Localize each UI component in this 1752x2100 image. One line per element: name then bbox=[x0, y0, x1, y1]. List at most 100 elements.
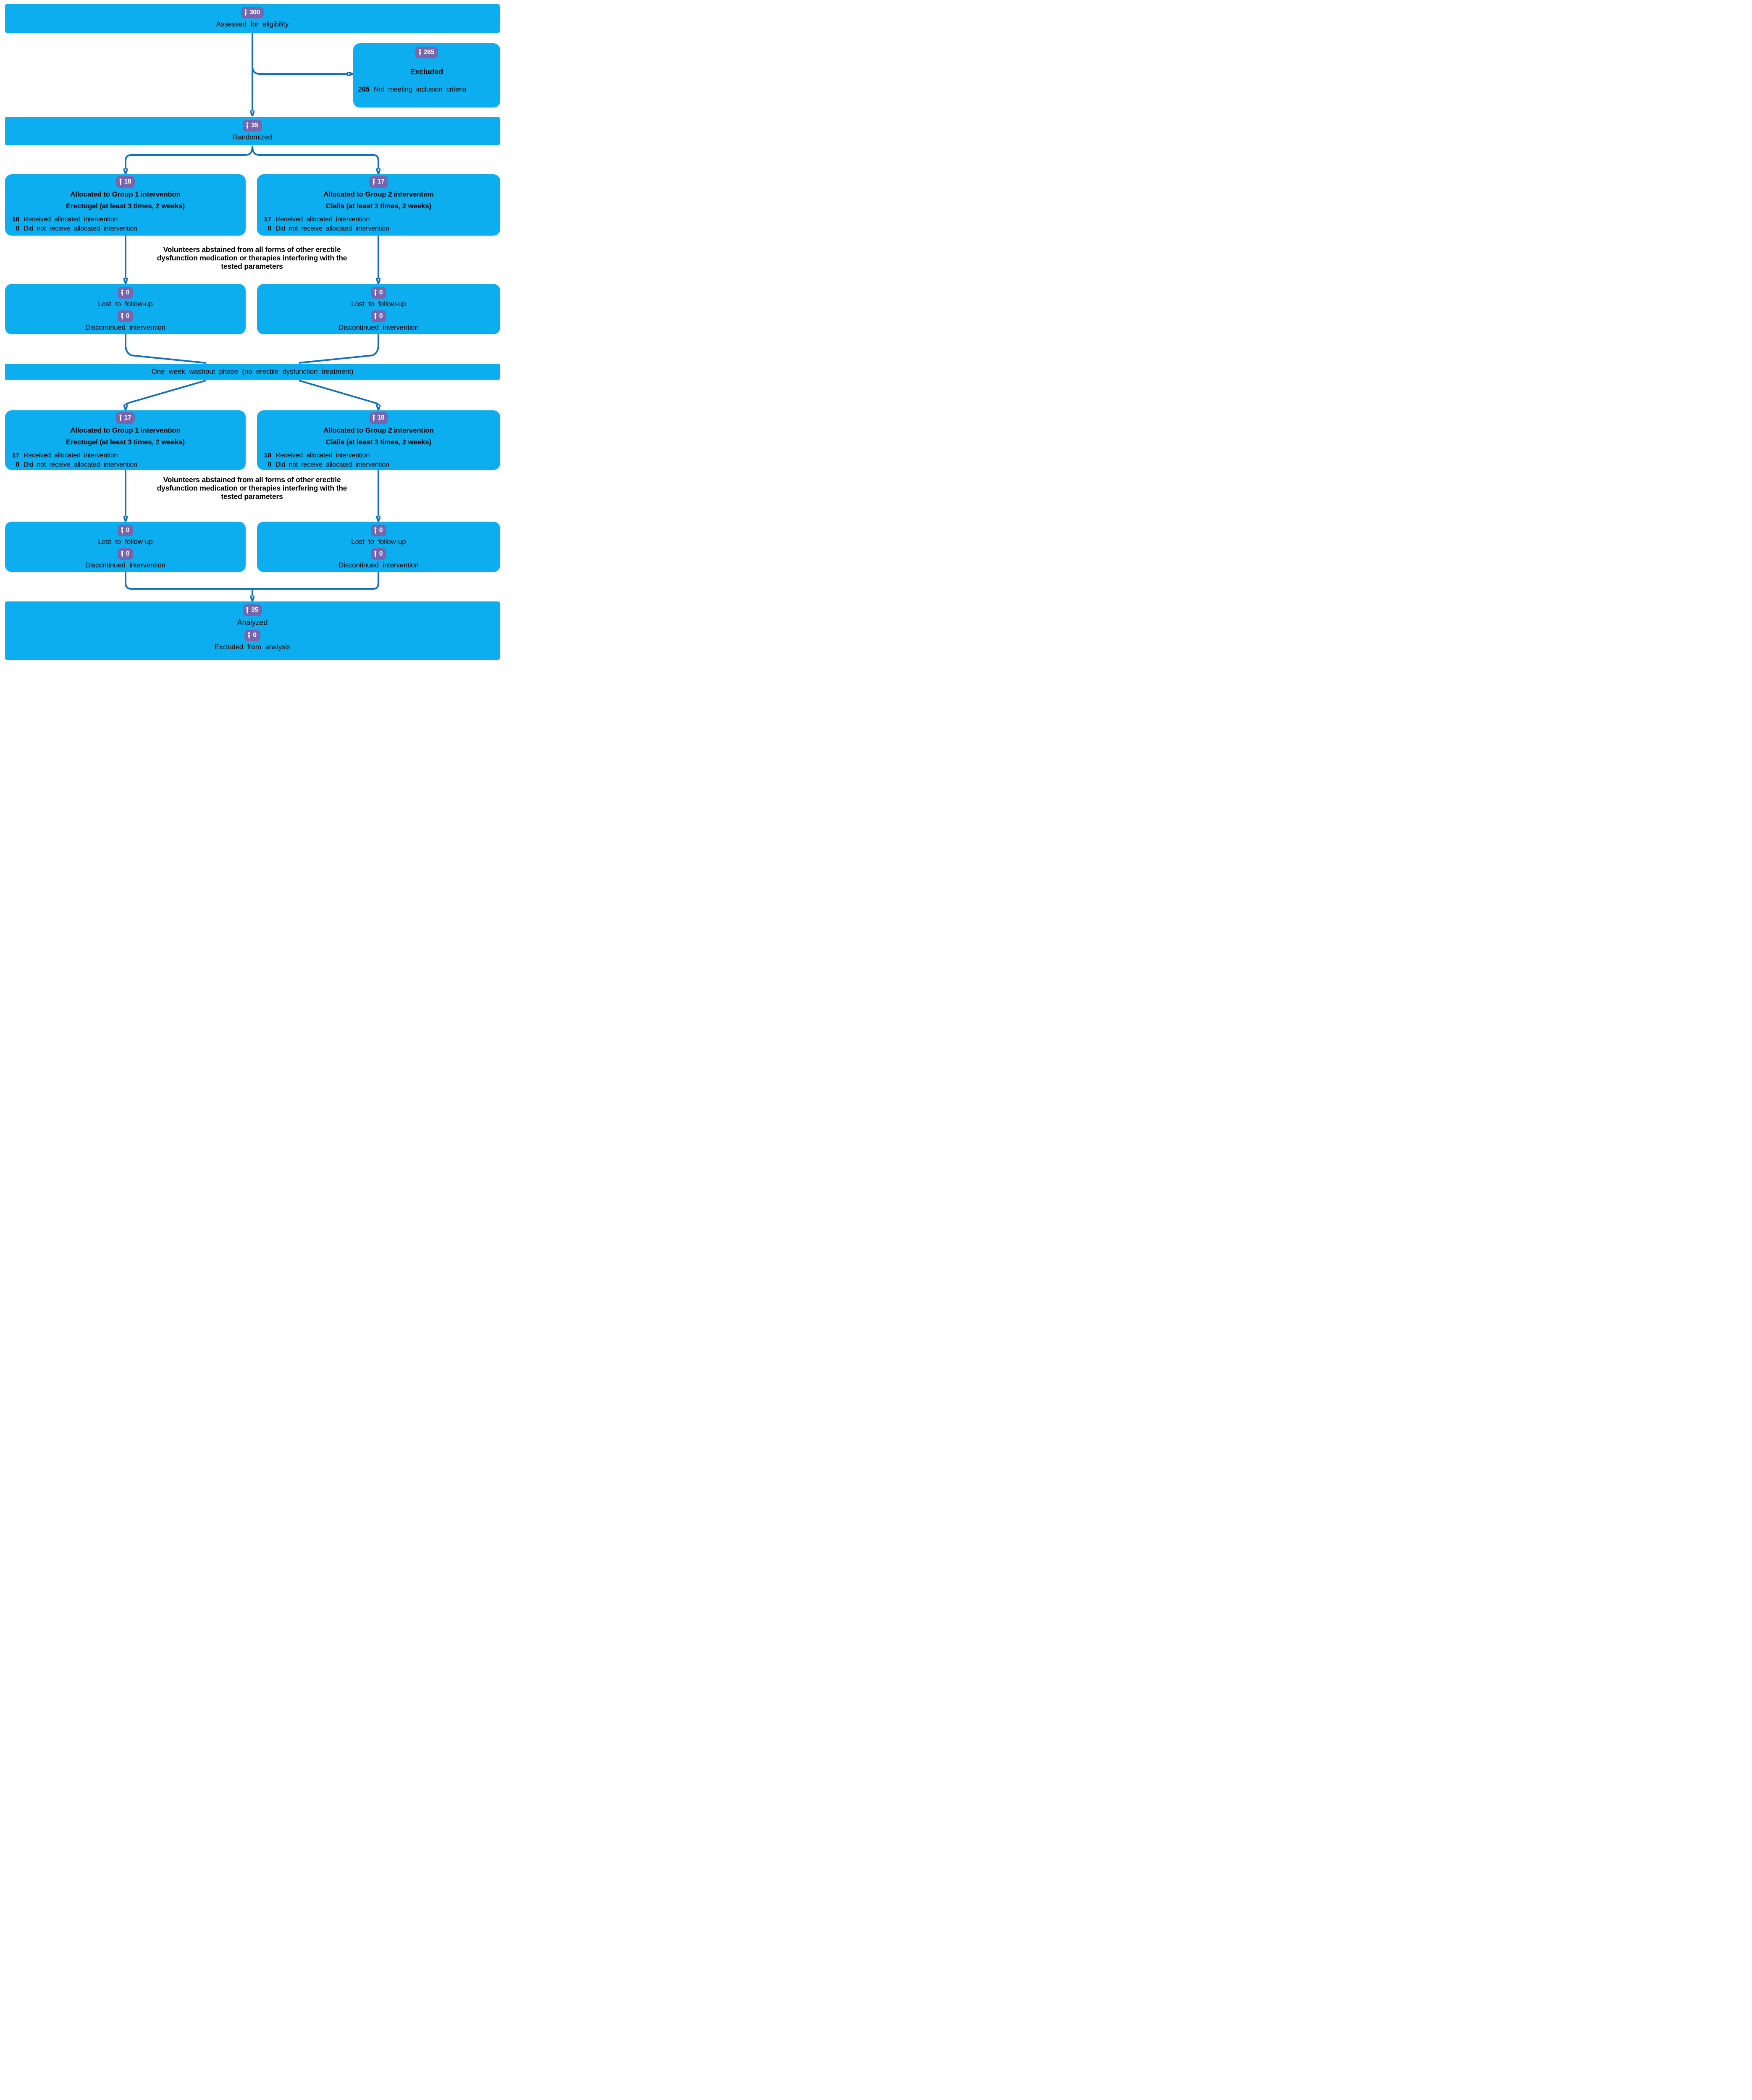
stat-row: 17 Received allocated intervention bbox=[260, 215, 500, 224]
person-icon bbox=[121, 527, 123, 534]
count-badge-lost: 0 bbox=[370, 525, 387, 536]
alloc1-left-title1: Allocated to Group 1 intervention bbox=[70, 190, 181, 198]
excluded-analysis-count: 0 bbox=[253, 632, 257, 639]
received-label: Received allocated intervention bbox=[24, 216, 118, 223]
discontinued-count: 0 bbox=[126, 550, 130, 558]
flow-connectors bbox=[0, 33, 504, 664]
excluded-count: 265 bbox=[424, 49, 434, 56]
abstained-note-1: Volunteers abstained from all forms of o… bbox=[0, 245, 504, 270]
box-alloc1-group2: 17 Allocated to Group 2 intervention Cia… bbox=[257, 174, 500, 236]
alloc2-right-count: 18 bbox=[377, 414, 385, 422]
excluded-reason-count: 265 bbox=[358, 86, 370, 93]
person-icon bbox=[419, 49, 421, 56]
discontinued-count: 0 bbox=[379, 550, 383, 558]
lost-count: 0 bbox=[379, 527, 383, 534]
count-badge-alloc2-left: 17 bbox=[115, 412, 135, 424]
note-line: tested parameters bbox=[221, 492, 283, 501]
analyzed-count: 35 bbox=[251, 606, 258, 614]
person-icon bbox=[372, 414, 375, 421]
alloc1-left-count: 18 bbox=[124, 178, 131, 186]
box-alloc1-group1: 18 Allocated to Group 1 intervention Ere… bbox=[5, 174, 246, 236]
alloc1-right-title1: Allocated to Group 2 intervention bbox=[323, 190, 434, 198]
stat-row: 0 Did not receive allocated intervention bbox=[8, 460, 246, 470]
alloc1-right-title2: Cialis (at least 3 times, 2 weeks) bbox=[325, 202, 432, 210]
count-badge-excluded-analysis: 0 bbox=[244, 630, 260, 641]
discontinued-label: Discontinued intervention bbox=[85, 561, 165, 569]
stat-row: 0 Did not receive allocated intervention bbox=[260, 224, 500, 234]
note-line: dysfunction medication or therapies inte… bbox=[157, 254, 347, 262]
stat-row: 0 Did not receive allocated intervention bbox=[8, 224, 246, 234]
note-line: tested parameters bbox=[221, 262, 283, 270]
alloc1-left-title2: Erectogel (at least 3 times, 2 weeks) bbox=[66, 202, 185, 210]
stat-row: 0 Did not receive allocated intervention bbox=[260, 460, 500, 470]
count-badge-alloc2-right: 18 bbox=[369, 412, 388, 424]
alloc2-left-title2: Erectogel (at least 3 times, 2 weeks) bbox=[66, 438, 185, 446]
count-badge-discontinued: 0 bbox=[370, 548, 387, 560]
crossover-top-left bbox=[125, 334, 206, 364]
alloc1-left-stats: 18 Received allocated intervention 0 Did… bbox=[5, 215, 246, 234]
person-icon bbox=[121, 312, 123, 320]
excluded-reason-row: 265 Not meeting inclusion criteria bbox=[353, 86, 500, 94]
box-excluded: 265 Excluded 265 Not meeting inclusion c… bbox=[353, 43, 500, 108]
person-icon bbox=[119, 178, 122, 185]
person-icon bbox=[372, 178, 375, 185]
person-icon bbox=[121, 289, 123, 296]
lost-count: 0 bbox=[379, 289, 383, 297]
discontinued-label: Discontinued intervention bbox=[85, 323, 165, 331]
person-icon bbox=[248, 632, 250, 639]
note-line: Volunteers abstained from all forms of o… bbox=[163, 475, 341, 484]
person-icon bbox=[246, 122, 249, 129]
person-icon bbox=[246, 606, 249, 614]
count-badge-discontinued: 0 bbox=[370, 310, 387, 322]
alloc2-right-title1: Allocated to Group 2 intervention bbox=[323, 426, 434, 434]
alloc1-right-count: 17 bbox=[377, 178, 385, 186]
person-icon bbox=[374, 312, 377, 320]
note-line: dysfunction medication or therapies inte… bbox=[157, 484, 347, 492]
count-badge-randomized: 35 bbox=[243, 120, 262, 131]
not-received-count: 0 bbox=[16, 225, 19, 232]
received-count: 18 bbox=[264, 452, 272, 459]
excluded-reason-text: Not meeting inclusion criteria bbox=[373, 86, 467, 93]
box-alloc2-group1: 17 Allocated to Group 1 intervention Ere… bbox=[5, 410, 246, 470]
not-received-count: 0 bbox=[268, 225, 271, 232]
received-label: Received allocated intervention bbox=[275, 216, 370, 223]
randomized-count: 35 bbox=[251, 122, 258, 129]
randomized-label: Randomized bbox=[233, 133, 272, 141]
assessed-label: Assessed for eligibility bbox=[216, 20, 289, 28]
person-icon bbox=[374, 550, 377, 557]
box-alloc2-group2: 18 Allocated to Group 2 intervention Cia… bbox=[257, 410, 500, 470]
received-count: 18 bbox=[12, 216, 20, 223]
abstained-note-2: Volunteers abstained from all forms of o… bbox=[0, 475, 504, 501]
box-followup1-right: 0 Lost to follow-up 0 Discontinued inter… bbox=[257, 284, 500, 334]
lost-label: Lost to follow-up bbox=[98, 538, 153, 546]
count-badge-lost: 0 bbox=[370, 287, 387, 299]
stat-row: 18 Received allocated intervention bbox=[8, 215, 246, 224]
count-badge-excluded: 265 bbox=[415, 47, 438, 58]
box-assessed: 300 Assessed for eligibility bbox=[5, 4, 500, 33]
crossover-bottom-left bbox=[126, 380, 206, 405]
person-icon bbox=[374, 527, 377, 534]
not-received-label: Did not receive allocated intervention bbox=[275, 225, 389, 232]
person-icon bbox=[121, 550, 123, 557]
crossover-top-right bbox=[299, 334, 379, 364]
excluded-analysis-label: Excluded from analysis bbox=[214, 643, 291, 651]
not-received-label: Did not receive allocated intervention bbox=[24, 461, 137, 468]
count-badge-discontinued: 0 bbox=[117, 548, 134, 560]
count-badge-alloc1-right: 17 bbox=[369, 176, 388, 188]
analyzed-label: Analyzed bbox=[237, 618, 268, 627]
not-received-count: 0 bbox=[16, 461, 19, 468]
lost-label: Lost to follow-up bbox=[351, 300, 406, 308]
not-received-label: Did not receive allocated intervention bbox=[275, 461, 389, 468]
alloc2-right-title2: Cialis (at least 3 times, 2 weeks) bbox=[325, 438, 432, 446]
box-randomized: 35 Randomized bbox=[5, 117, 500, 145]
lost-count: 0 bbox=[126, 527, 130, 534]
lost-count: 0 bbox=[126, 289, 130, 297]
count-badge-alloc1-left: 18 bbox=[115, 176, 135, 188]
consort-flow-diagram: 300 Assessed for eligibility 265 Exclude… bbox=[0, 0, 504, 664]
not-received-count: 0 bbox=[268, 461, 271, 468]
discontinued-count: 0 bbox=[126, 312, 130, 320]
branch-randomized-left bbox=[126, 145, 253, 169]
lost-label: Lost to follow-up bbox=[351, 538, 406, 546]
person-icon bbox=[374, 289, 377, 296]
merge-left bbox=[125, 572, 252, 590]
